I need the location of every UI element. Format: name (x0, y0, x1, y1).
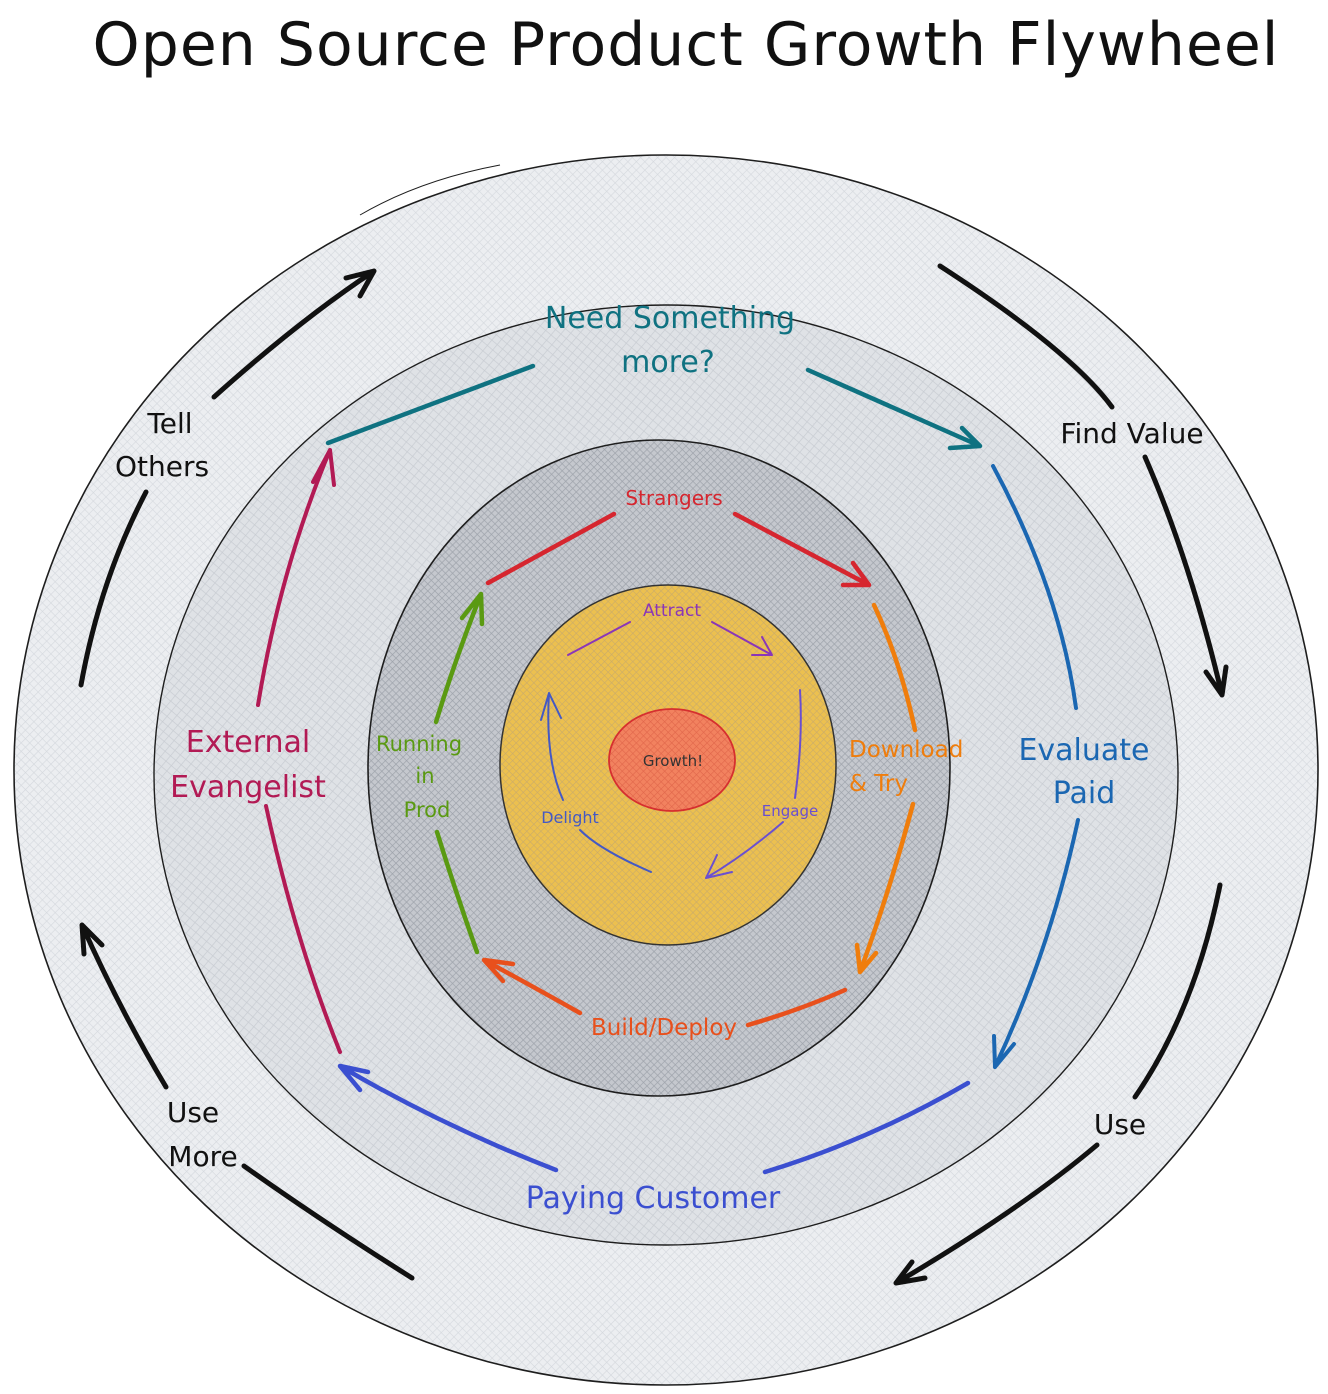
label-paying-customer: Paying Customer (526, 1181, 781, 1216)
arrow-attract-right (711, 621, 773, 656)
arrow-use-more-bottom (241, 1163, 415, 1281)
arrow-evaluate-top (991, 464, 1078, 710)
arrow-running-bottom (434, 829, 480, 955)
arrow-delight-bottom (579, 829, 652, 873)
arrow-build-left (481, 957, 583, 1016)
arrow-strangers-left (485, 511, 617, 586)
label-use: Use (1094, 1108, 1146, 1141)
label-find-value: Find Value (1060, 417, 1203, 450)
label-running-line2: in (415, 764, 434, 788)
arrow-use-more-top (79, 922, 169, 1090)
arrow-find-value-top (937, 263, 1115, 410)
label-download-line2: & Try (849, 771, 908, 797)
label-attract: Attract (643, 601, 701, 621)
label-evaluate-line2: Paid (1053, 776, 1116, 811)
label-use-more-line1: Use (167, 1096, 219, 1129)
arrow-use-bottom (893, 1142, 1100, 1286)
label-running-line3: Prod (404, 798, 451, 822)
label-download-line1: Download (849, 737, 963, 763)
arrow-find-value-bottom (1142, 454, 1229, 698)
label-running-line1: Running (376, 732, 462, 756)
ring-outermost-sketch-stroke (359, 164, 501, 216)
label-evangelist-line1: External (186, 725, 310, 760)
label-build-deploy: Build/Deploy (591, 1015, 737, 1041)
diagram-title: Open Source Product Growth Flywheel (92, 10, 1280, 80)
core-label-growth: Growth! (643, 752, 703, 770)
label-need-line1: Need Something (545, 301, 795, 336)
inner-cycle (540, 621, 802, 879)
label-use-more-line2: More (168, 1140, 237, 1173)
label-engage: Engage (762, 802, 818, 820)
arrow-strangers-right (732, 511, 872, 588)
arrow-tell-others-bottom (78, 489, 149, 688)
arrow-evangelist-bottom (264, 804, 342, 1054)
middle-cycle (433, 511, 918, 1028)
arrow-evaluate-bottom (992, 818, 1080, 1069)
arrow-use-top (1132, 882, 1223, 1100)
arrow-paying-right (762, 1080, 971, 1175)
arrow-paying-left (337, 1063, 559, 1173)
rings (13, 154, 1319, 1386)
arrow-build-right (745, 987, 848, 1028)
label-delight: Delight (541, 808, 599, 827)
label-strangers: Strangers (625, 486, 722, 510)
label-evangelist-line2: Evangelist (170, 770, 326, 805)
arrow-download-bottom (854, 801, 916, 975)
label-tell-others-line1: Tell (146, 407, 192, 440)
label-need-line2: more? (621, 345, 715, 380)
arrow-download-top (871, 602, 918, 733)
outermost-cycle (78, 263, 1229, 1286)
arrow-tell-others-top (211, 268, 377, 400)
arrow-engage-bottom (705, 821, 784, 879)
core-circle (608, 708, 736, 812)
arrow-evangelist-top (256, 448, 336, 707)
arrow-running-top (433, 591, 485, 725)
label-evaluate-line1: Evaluate (1018, 733, 1149, 768)
arrow-delight-top (540, 692, 564, 801)
arrow-need-left (325, 363, 536, 446)
arrow-engage-top (794, 689, 802, 799)
outer-cycle (256, 363, 1080, 1175)
arrow-need-right (805, 367, 983, 451)
arrow-attract-left (567, 621, 631, 656)
label-tell-others-line2: Others (115, 450, 209, 483)
